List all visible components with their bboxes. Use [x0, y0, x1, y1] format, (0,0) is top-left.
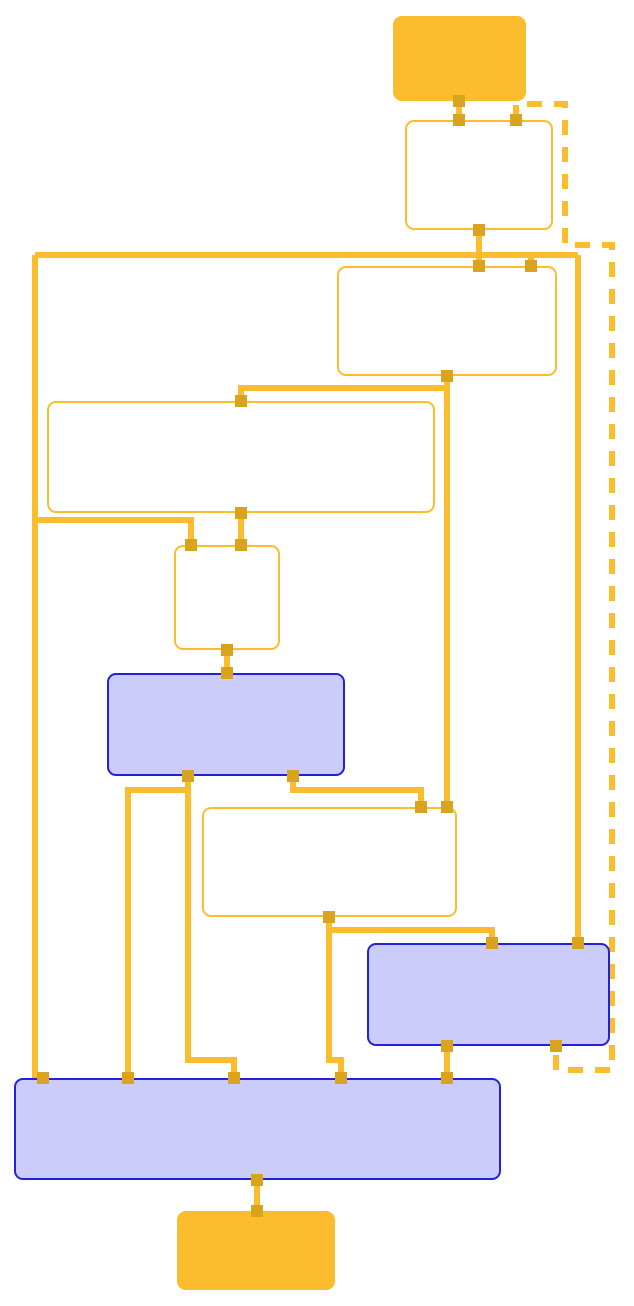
edge-finished-feedback — [513, 101, 615, 1073]
edge-imagebus-to-gate0 — [35, 517, 194, 545]
port-pad-in — [572, 937, 584, 949]
port-pad-out — [441, 1040, 453, 1052]
port-pad-out — [221, 644, 233, 656]
port-pad-in — [486, 937, 498, 949]
port-pad-in — [228, 1072, 240, 1084]
port-pad-in — [441, 1072, 453, 1084]
port-pad-out — [453, 95, 465, 107]
port-pad-in — [37, 1072, 49, 1084]
edge-prevloop-to-iterable — [238, 376, 450, 401]
port-pad-out — [235, 507, 247, 519]
port-pad-out — [287, 770, 299, 782]
node-gate[interactable] — [174, 545, 280, 650]
node-output_video[interactable] — [177, 1211, 335, 1290]
port-pad-out — [251, 1174, 263, 1186]
port-pad-in — [453, 114, 465, 126]
edge-normrects-to-assoc1 — [290, 776, 424, 807]
port-pad-in — [473, 260, 485, 272]
port-pad-out — [182, 770, 194, 782]
edge-detections-left-to-renderer — [125, 787, 188, 1078]
node-input_video[interactable] — [393, 16, 526, 101]
port-pad-in — [122, 1072, 134, 1084]
port-pad-in — [441, 801, 453, 813]
node-multi_hand_landmark[interactable] — [367, 943, 610, 1046]
port-pad-in — [415, 801, 427, 813]
edge-detections-to-renderer — [185, 776, 237, 1078]
port-pad-out — [441, 370, 453, 382]
port-pad-in — [525, 260, 537, 272]
port-pad-in — [335, 1072, 347, 1084]
port-pad-in — [221, 667, 233, 679]
port-pad-in — [510, 114, 522, 126]
port-pad-out — [550, 1040, 562, 1052]
port-pad-in — [251, 1205, 263, 1217]
node-multi_hand_detection[interactable] — [107, 673, 345, 776]
port-pad-out — [323, 911, 335, 923]
edge-assoc-to-renderer-normrects — [326, 917, 344, 1078]
node-multi_hand_renderer[interactable] — [14, 1078, 501, 1180]
edge-assoc-to-landmark-normrects — [326, 917, 495, 943]
port-pad-in — [185, 539, 197, 551]
port-pad-in — [235, 395, 247, 407]
node-association_norm_rect[interactable] — [202, 807, 457, 917]
node-previous_loopback[interactable] — [337, 266, 557, 376]
port-pad-out — [473, 224, 485, 236]
node-flow_limiter[interactable] — [405, 120, 553, 230]
port-pad-in — [235, 539, 247, 551]
node-normalized_rect_vector_has_min_size[interactable] — [47, 401, 435, 513]
